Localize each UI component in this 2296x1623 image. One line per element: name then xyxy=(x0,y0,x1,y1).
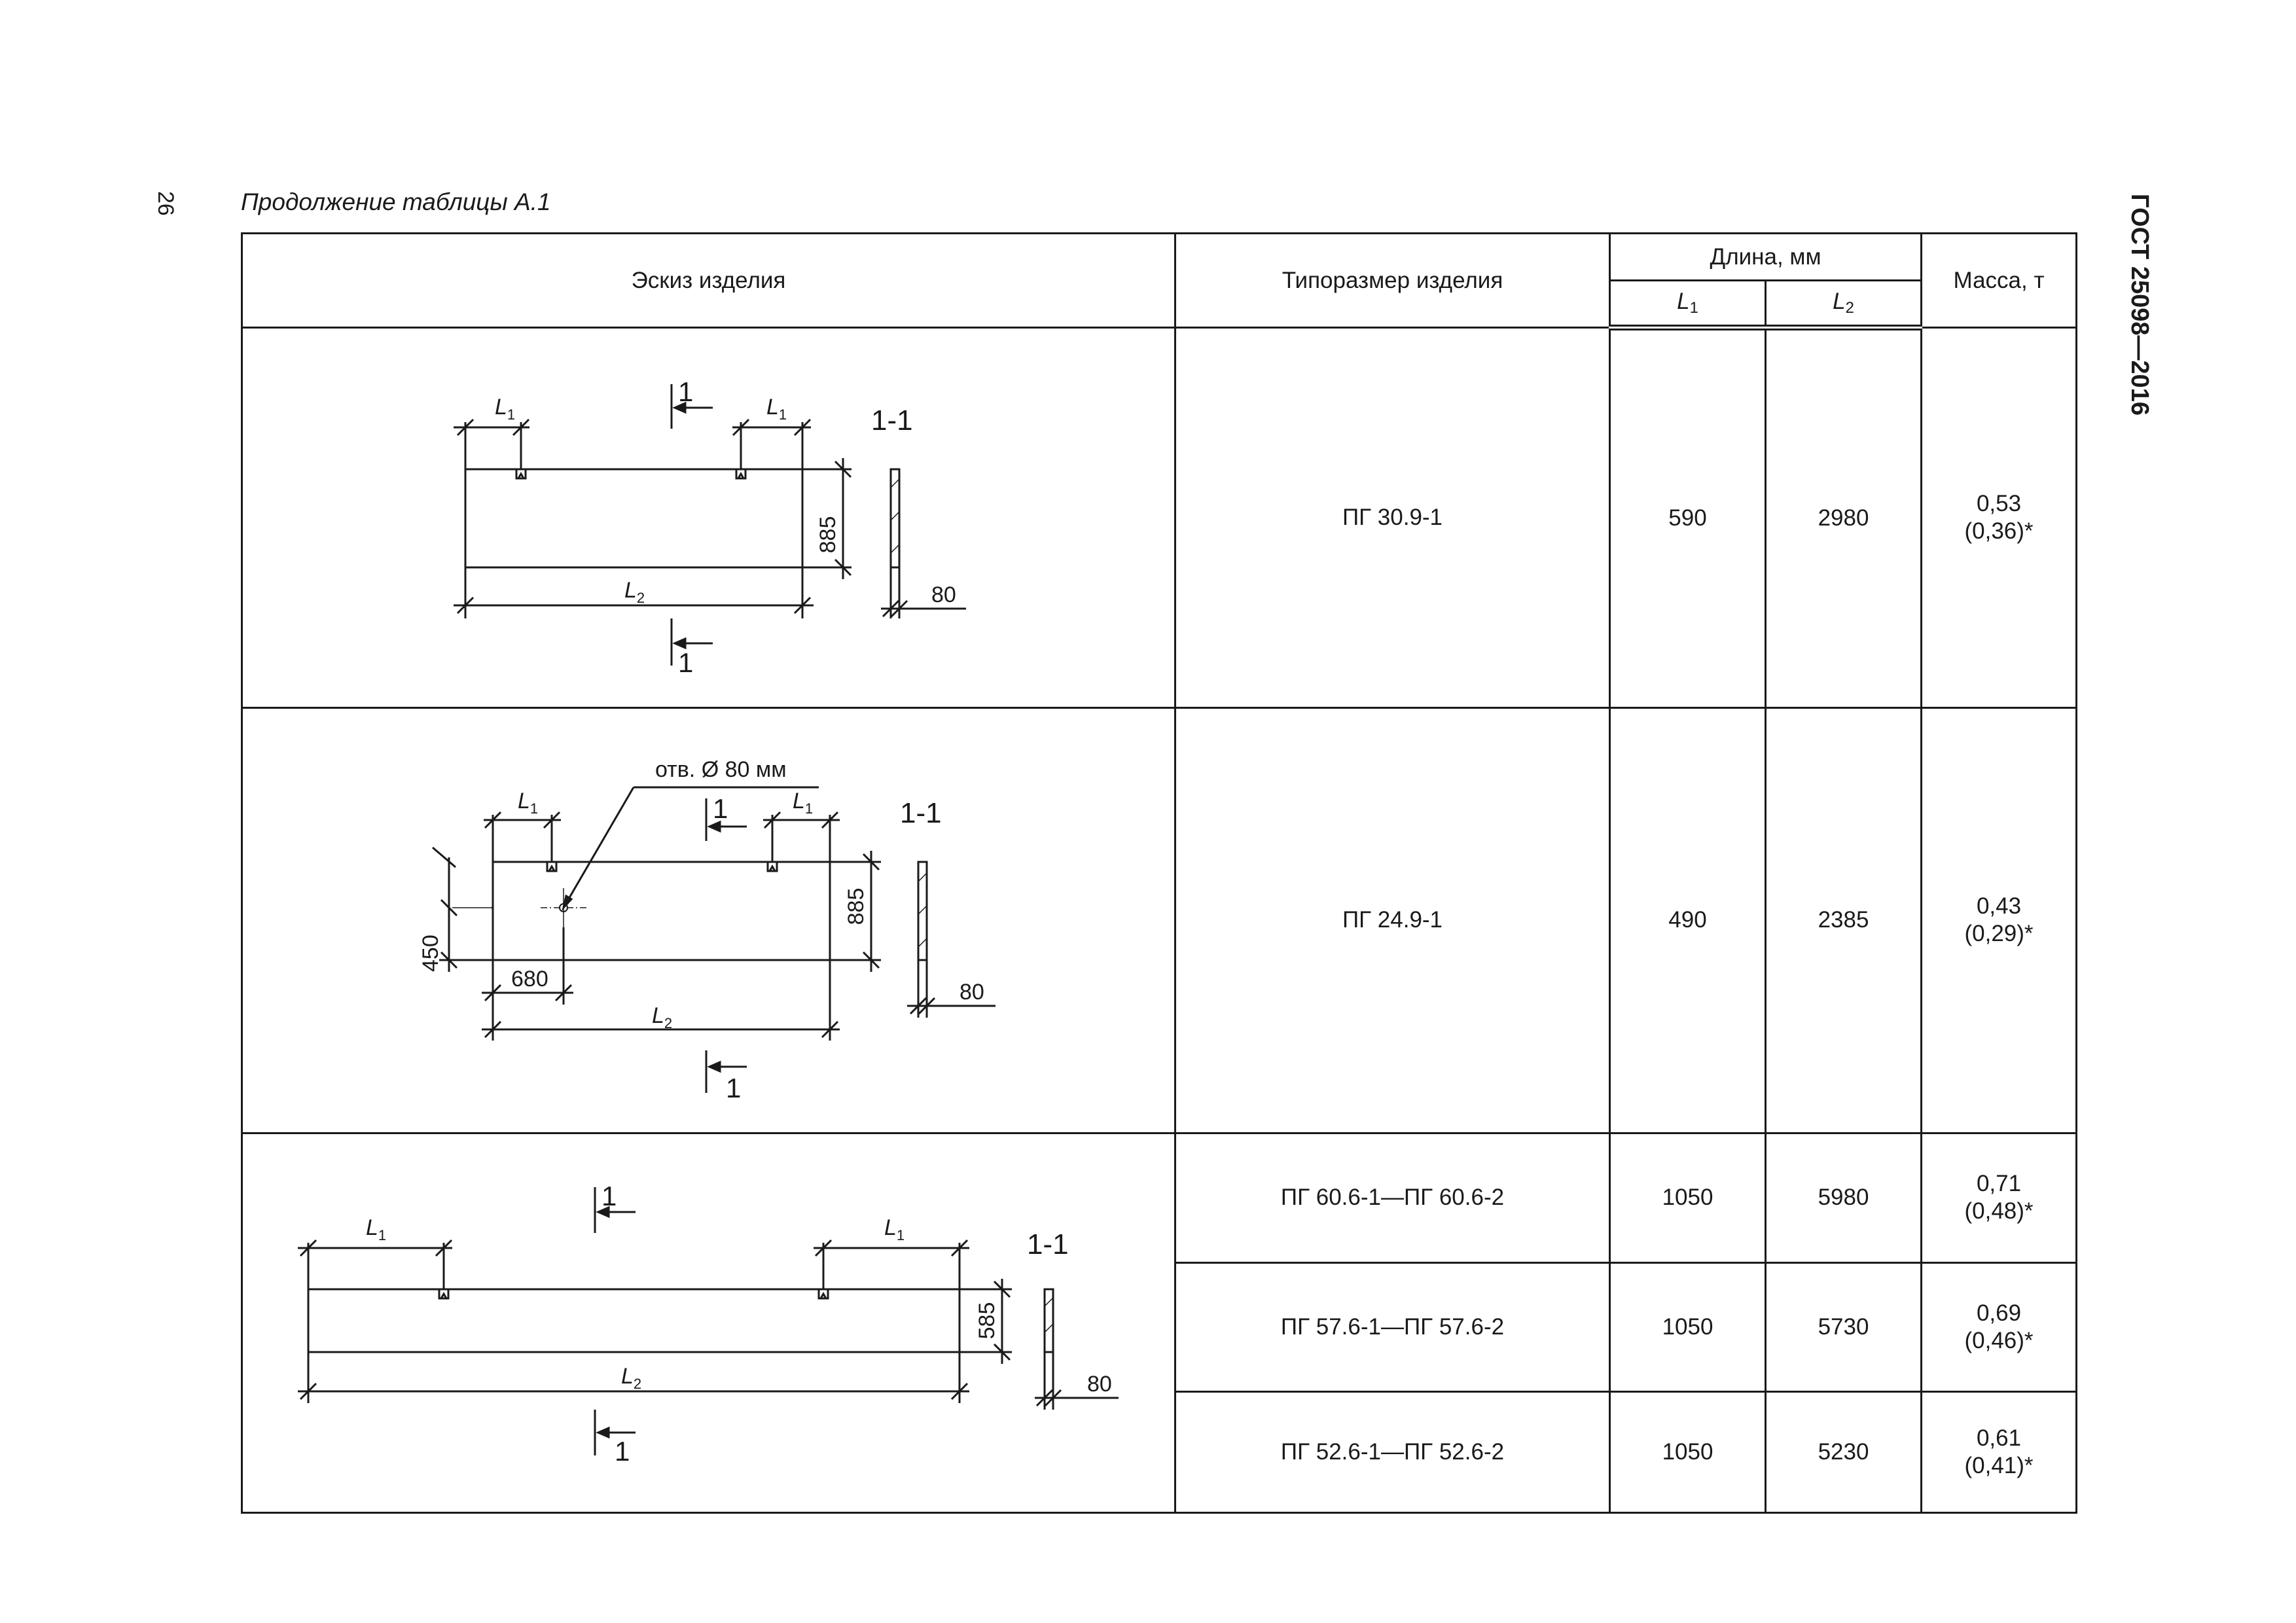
length-l2: 5230 xyxy=(1764,1390,1923,1514)
svg-text:1: 1 xyxy=(713,793,728,824)
product-table: Эскиз изделия Типоразмер изделия Длина, … xyxy=(241,232,2078,1514)
length-l2: 5730 xyxy=(1764,1261,1923,1393)
sketch-pg-24-9: отв. Ø 80 мм L1 L1 L2 450 680 885 1 1 1-… xyxy=(241,706,1176,1135)
svg-text:L1: L1 xyxy=(495,395,515,423)
length-l2: 2385 xyxy=(1764,706,1923,1135)
svg-text:L1: L1 xyxy=(766,395,787,423)
slab-drawing: L1 L1 L2 885 1 1 1-1 80 xyxy=(454,376,966,678)
length-l2: 2980 xyxy=(1764,327,1923,709)
mass-cell: 0,69(0,46)* xyxy=(1920,1261,2078,1393)
mass-cell: 0,53(0,36)* xyxy=(1920,327,2078,709)
svg-text:L2: L2 xyxy=(621,1364,641,1392)
svg-text:1: 1 xyxy=(601,1181,617,1211)
header-l2: L2 xyxy=(1764,279,1923,330)
svg-text:80: 80 xyxy=(960,980,984,1005)
length-l1: 1050 xyxy=(1609,1390,1767,1514)
product-size: ПГ 60.6-1—ПГ 60.6-2 xyxy=(1174,1132,1611,1264)
svg-text:L1: L1 xyxy=(793,789,813,817)
svg-text:L2: L2 xyxy=(624,578,645,606)
length-l2: 5980 xyxy=(1764,1132,1923,1264)
product-size: ПГ 57.6-1—ПГ 57.6-2 xyxy=(1174,1261,1611,1393)
length-l1: 590 xyxy=(1609,327,1767,709)
sketch-pg-30-9: L1 L1 L2 885 1 1 1-1 80 xyxy=(241,327,1176,709)
svg-text:1: 1 xyxy=(615,1436,630,1467)
svg-text:80: 80 xyxy=(1087,1372,1112,1397)
slab-drawing: L1 L1 L2 585 1 1 1-1 80 xyxy=(298,1181,1119,1467)
svg-text:450: 450 xyxy=(418,935,443,972)
svg-text:80: 80 xyxy=(931,582,956,607)
svg-text:1-1: 1-1 xyxy=(900,797,942,829)
svg-text:1-1: 1-1 xyxy=(1027,1228,1069,1260)
svg-text:L2: L2 xyxy=(652,1003,672,1031)
document-code: ГОСТ 25098—2016 xyxy=(2126,194,2153,416)
product-size: ПГ 30.9-1 xyxy=(1174,327,1611,709)
product-size: ПГ 52.6-1—ПГ 52.6-2 xyxy=(1174,1390,1611,1514)
table-caption: Продолжение таблицы А.1 xyxy=(241,188,551,215)
header-mass: Масса, т xyxy=(1920,232,2078,329)
svg-text:1-1: 1-1 xyxy=(871,404,913,437)
svg-text:отв. Ø 80 мм: отв. Ø 80 мм xyxy=(655,757,787,782)
svg-text:1: 1 xyxy=(726,1073,741,1103)
slab-drawing: отв. Ø 80 мм L1 L1 L2 450 680 885 1 1 1-… xyxy=(418,757,996,1103)
page-number: 26 xyxy=(153,191,178,216)
length-l1: 490 xyxy=(1609,706,1767,1135)
svg-text:585: 585 xyxy=(975,1302,999,1339)
svg-text:L1: L1 xyxy=(884,1215,905,1243)
svg-text:885: 885 xyxy=(844,888,869,925)
svg-text:1: 1 xyxy=(678,647,693,678)
mass-cell: 0,43(0,29)* xyxy=(1920,706,2078,1135)
svg-text:885: 885 xyxy=(816,516,840,553)
svg-text:L1: L1 xyxy=(366,1215,386,1243)
sketch-pg-long: L1 L1 L2 585 1 1 1-1 80 xyxy=(241,1132,1176,1514)
header-sketch: Эскиз изделия xyxy=(241,232,1176,329)
length-l1: 1050 xyxy=(1609,1132,1767,1264)
header-size: Типоразмер изделия xyxy=(1174,232,1611,329)
header-length: Длина, мм xyxy=(1608,232,1923,281)
mass-cell: 0,61(0,41)* xyxy=(1920,1390,2078,1514)
header-l1: L1 xyxy=(1609,279,1767,330)
svg-text:680: 680 xyxy=(511,967,548,991)
product-size: ПГ 24.9-1 xyxy=(1174,706,1611,1135)
svg-text:1: 1 xyxy=(678,376,693,407)
length-l1: 1050 xyxy=(1609,1261,1767,1393)
mass-cell: 0,71(0,48)* xyxy=(1920,1132,2078,1264)
svg-text:L1: L1 xyxy=(518,789,538,817)
